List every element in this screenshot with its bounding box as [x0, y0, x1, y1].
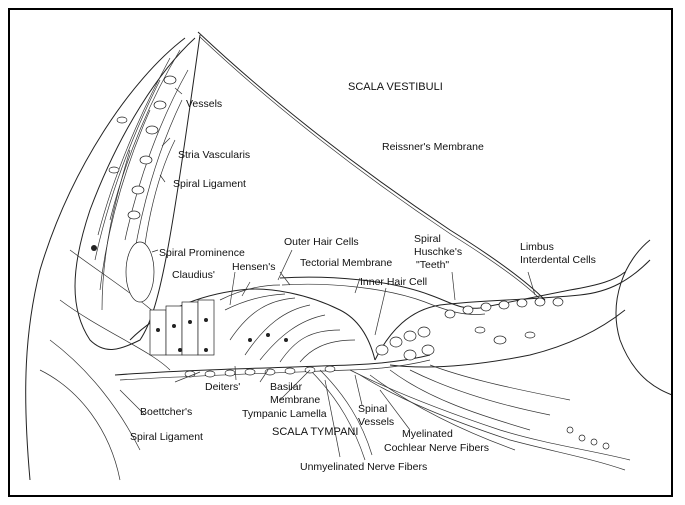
membrane-label: Membrane — [270, 394, 320, 406]
boettchers-label: Boettcher's — [140, 406, 192, 418]
spiral-ligament-top-label: Spiral Ligament — [173, 178, 246, 190]
reissners-membrane-label: Reissner's Membrane — [382, 141, 484, 153]
vessels-2-label: Vessels — [358, 416, 394, 428]
vessels-label: Vessels — [186, 98, 222, 110]
hensen-and-hair-cells — [220, 285, 355, 362]
claudius-label: Claudius' — [172, 269, 215, 281]
spiral-ligament-bottom-label: Spiral Ligament — [130, 431, 203, 443]
unmyelinated-nerve-fibers-label: Unmyelinated Nerve Fibers — [300, 461, 427, 473]
limbus-outline — [375, 260, 650, 360]
spinal-label: Spinal — [358, 403, 387, 415]
right-bony-wall — [616, 240, 672, 395]
diagram-frame: SCALA VESTIBULI SCALA TYMPANI Vessels St… — [8, 8, 673, 497]
deiters-label: Deiters' — [205, 381, 240, 393]
cochlea-cross-section: SCALA VESTIBULI SCALA TYMPANI Vessels St… — [10, 10, 673, 497]
claudius-cells — [150, 300, 214, 355]
outer-hair-cells-label: Outer Hair Cells — [284, 236, 359, 248]
myelinated-label: Myelinated — [402, 428, 453, 440]
cochlear-nerve-fibers-label: Cochlear Nerve Fibers — [384, 442, 489, 454]
teeth-label: "Teeth" — [416, 259, 449, 271]
myelinated-fiber-beads — [567, 427, 609, 449]
spiral-prominence-label: Spiral Prominence — [159, 247, 245, 259]
scala-vestibuli-label: SCALA VESTIBULI — [348, 81, 443, 93]
hensens-label: Hensen's — [232, 261, 275, 273]
huschkes-label: Huschke's — [414, 246, 462, 258]
basilar-label: Basilar — [270, 381, 303, 393]
scala-tympani-label: SCALA TYMPANI — [272, 426, 358, 438]
spiral-label: Spiral — [414, 233, 441, 245]
limbus-label: Limbus — [520, 241, 554, 253]
tectorial-membrane-label: Tectorial Membrane — [300, 257, 392, 269]
tympanic-lamella-label: Tympanic Lamella — [242, 408, 327, 420]
interdental-cells — [445, 298, 563, 344]
spiral-prominence-shape — [126, 242, 154, 302]
inner-hair-cell-label: Inner Hair Cell — [360, 276, 427, 288]
interdental-cells-label: Interdental Cells — [520, 254, 596, 266]
stria-vascularis-label: Stria Vascularis — [178, 149, 250, 161]
